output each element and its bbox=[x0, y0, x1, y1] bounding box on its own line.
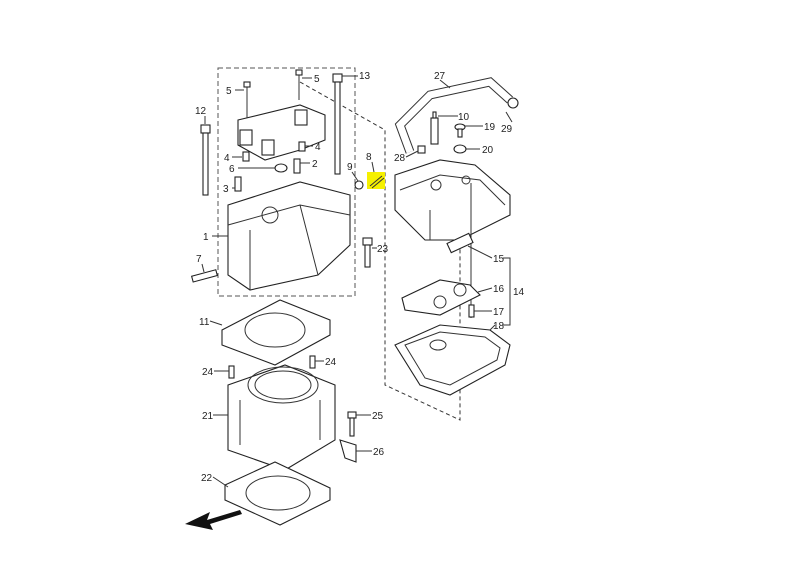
head-bolt-12[interactable] bbox=[200, 124, 211, 196]
label-26: 26 bbox=[373, 447, 385, 458]
pipe-2[interactable] bbox=[293, 158, 301, 174]
clamp-29[interactable] bbox=[507, 97, 519, 109]
head-cover-gasket-18[interactable] bbox=[394, 324, 511, 396]
clamp-28[interactable] bbox=[417, 145, 426, 154]
gasket-16[interactable] bbox=[401, 279, 481, 316]
label-19: 19 bbox=[484, 122, 496, 133]
label-2: 2 bbox=[312, 159, 318, 170]
label-28: 28 bbox=[394, 153, 406, 164]
label-1: 1 bbox=[203, 232, 209, 243]
plug-19[interactable] bbox=[454, 123, 466, 138]
pipe-3[interactable] bbox=[234, 176, 242, 192]
cylinder-head-cover[interactable] bbox=[394, 159, 511, 241]
leader-lines bbox=[201, 75, 513, 488]
label-12: 12 bbox=[195, 106, 207, 117]
bolt-17[interactable] bbox=[468, 304, 475, 318]
label-4a: 4 bbox=[224, 153, 230, 164]
label-25: 25 bbox=[372, 411, 384, 422]
seal-6[interactable] bbox=[274, 163, 288, 173]
label-13: 13 bbox=[359, 71, 371, 82]
head-group-outline bbox=[217, 67, 356, 297]
bolt-23[interactable] bbox=[362, 237, 373, 268]
label-11: 11 bbox=[199, 317, 210, 328]
fitting-26[interactable] bbox=[339, 439, 357, 463]
label-24a: 24 bbox=[202, 367, 214, 378]
spark-plug[interactable] bbox=[430, 111, 439, 145]
stud-7[interactable] bbox=[190, 269, 219, 283]
bolt-8-highlighted[interactable] bbox=[367, 172, 385, 189]
breather-hose[interactable] bbox=[394, 77, 514, 154]
label-9: 9 bbox=[347, 162, 353, 173]
bolt-5-right[interactable] bbox=[295, 69, 303, 100]
head-bolt-13[interactable] bbox=[332, 73, 343, 175]
dowel-24b[interactable] bbox=[309, 355, 316, 369]
cylinder[interactable] bbox=[227, 364, 336, 471]
dowel-pin-4[interactable] bbox=[242, 151, 250, 162]
label-20: 20 bbox=[482, 145, 494, 156]
label-27: 27 bbox=[434, 71, 446, 82]
label-23: 23 bbox=[377, 244, 389, 255]
o-ring-20[interactable] bbox=[453, 144, 467, 154]
dowel-24a[interactable] bbox=[228, 365, 235, 379]
label-6: 6 bbox=[229, 164, 235, 175]
cylinder-head-gasket[interactable] bbox=[221, 299, 331, 366]
label-10: 10 bbox=[458, 112, 470, 123]
label-3: 3 bbox=[223, 184, 229, 195]
label-22: 22 bbox=[201, 473, 213, 484]
label-14: 14 bbox=[513, 287, 525, 298]
label-5a: 5 bbox=[226, 86, 232, 97]
label-17: 17 bbox=[493, 307, 505, 318]
part-labels: 5 5 13 12 4 4 6 2 3 9 8 1 7 23 27 10 19 … bbox=[195, 71, 525, 484]
label-7: 7 bbox=[196, 254, 202, 265]
camshaft-holder[interactable] bbox=[237, 104, 326, 161]
cylinder-base-gasket[interactable] bbox=[224, 461, 331, 526]
washer-9[interactable] bbox=[354, 180, 364, 190]
label-29: 29 bbox=[501, 124, 513, 135]
cover-group-outline bbox=[299, 81, 461, 421]
bracket-14 bbox=[503, 257, 511, 326]
bolt-25[interactable] bbox=[347, 411, 357, 437]
bolt-5-left[interactable] bbox=[243, 81, 251, 118]
front-direction-arrow-icon bbox=[185, 510, 242, 530]
cylinder-head[interactable] bbox=[227, 181, 351, 291]
label-15: 15 bbox=[493, 254, 505, 265]
label-8: 8 bbox=[366, 152, 372, 163]
label-16: 16 bbox=[493, 284, 505, 295]
label-4b: 4 bbox=[315, 142, 321, 153]
dowel-pin-4b[interactable] bbox=[298, 141, 306, 152]
label-24b: 24 bbox=[325, 357, 337, 368]
label-5b: 5 bbox=[314, 74, 320, 85]
label-18: 18 bbox=[493, 321, 505, 332]
plate-15[interactable] bbox=[446, 232, 474, 254]
label-21: 21 bbox=[202, 411, 214, 422]
